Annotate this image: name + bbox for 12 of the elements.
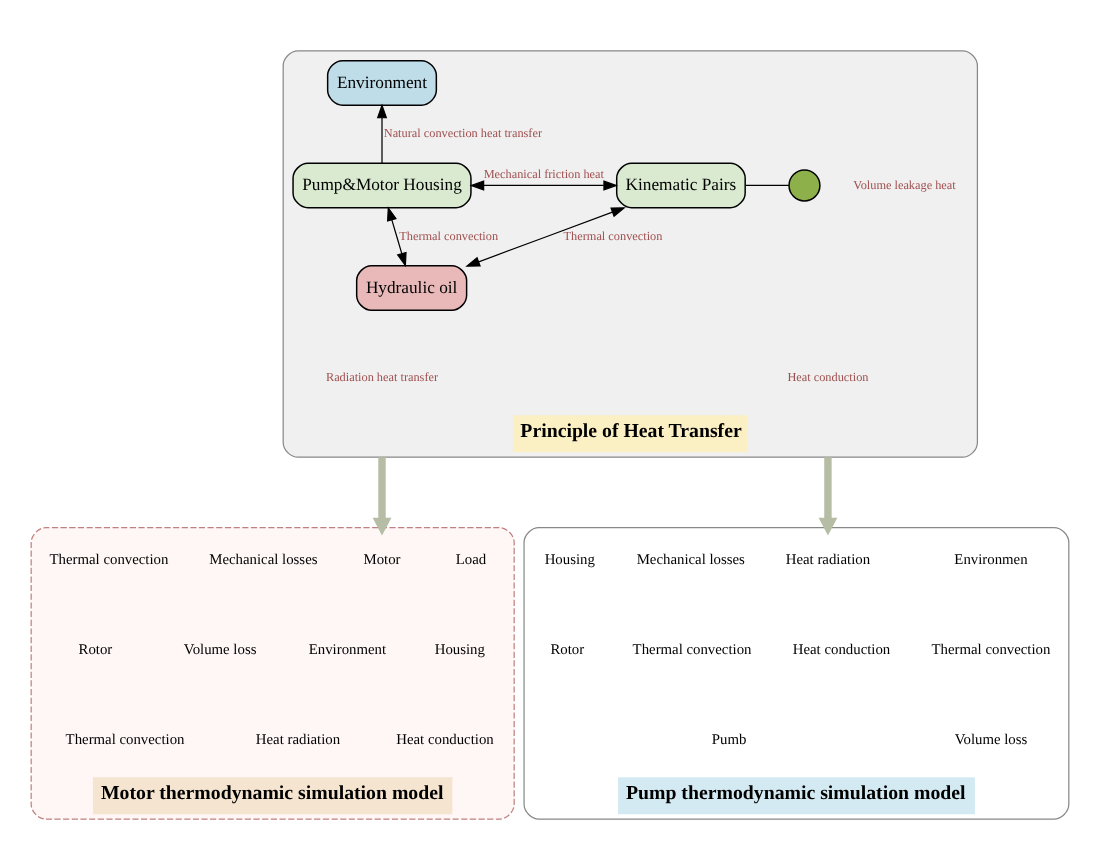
node-box: Hydraulic oil bbox=[355, 264, 468, 310]
node-circle bbox=[788, 168, 821, 201]
arrow bbox=[818, 456, 838, 535]
arrow bbox=[465, 206, 626, 266]
arrow bbox=[387, 205, 407, 267]
arrow bbox=[372, 456, 392, 535]
arrow bbox=[469, 179, 619, 190]
node-box: Pump&Motor Housing bbox=[292, 161, 472, 208]
arrow bbox=[376, 102, 388, 163]
connector bbox=[745, 183, 790, 186]
node-box: Environment bbox=[326, 58, 438, 105]
node-box: Kinematic Pairs bbox=[615, 161, 746, 208]
